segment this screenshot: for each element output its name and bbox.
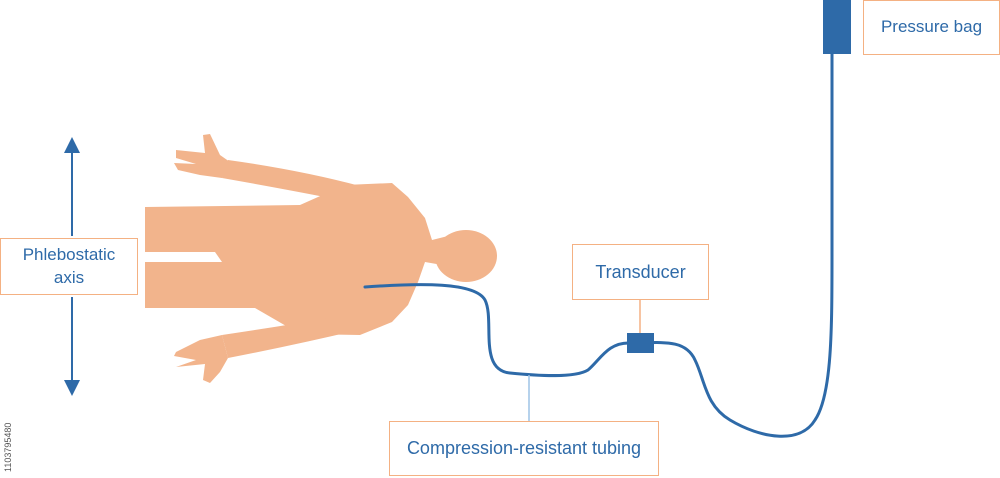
phlebostatic-axis-label: Phlebostatic axis: [0, 238, 138, 295]
transducer-block-icon: [627, 333, 654, 353]
patient-arm-lower: [222, 315, 358, 358]
pressure-bag-icon: [823, 0, 851, 54]
pressure-bag-label: Pressure bag: [863, 0, 1000, 55]
patient-silhouette-icon: [145, 134, 497, 383]
patient-arm-upper: [222, 160, 360, 200]
patient-hand-upper: [174, 134, 230, 178]
patient-body-shape: [145, 183, 448, 335]
stock-image-id: 1103795480: [3, 422, 13, 472]
patient-hand-lower: [174, 335, 228, 383]
tubing-label: Compression-resistant tubing: [389, 421, 659, 476]
transducer-label: Transducer: [572, 244, 709, 300]
patient-head: [435, 230, 497, 282]
